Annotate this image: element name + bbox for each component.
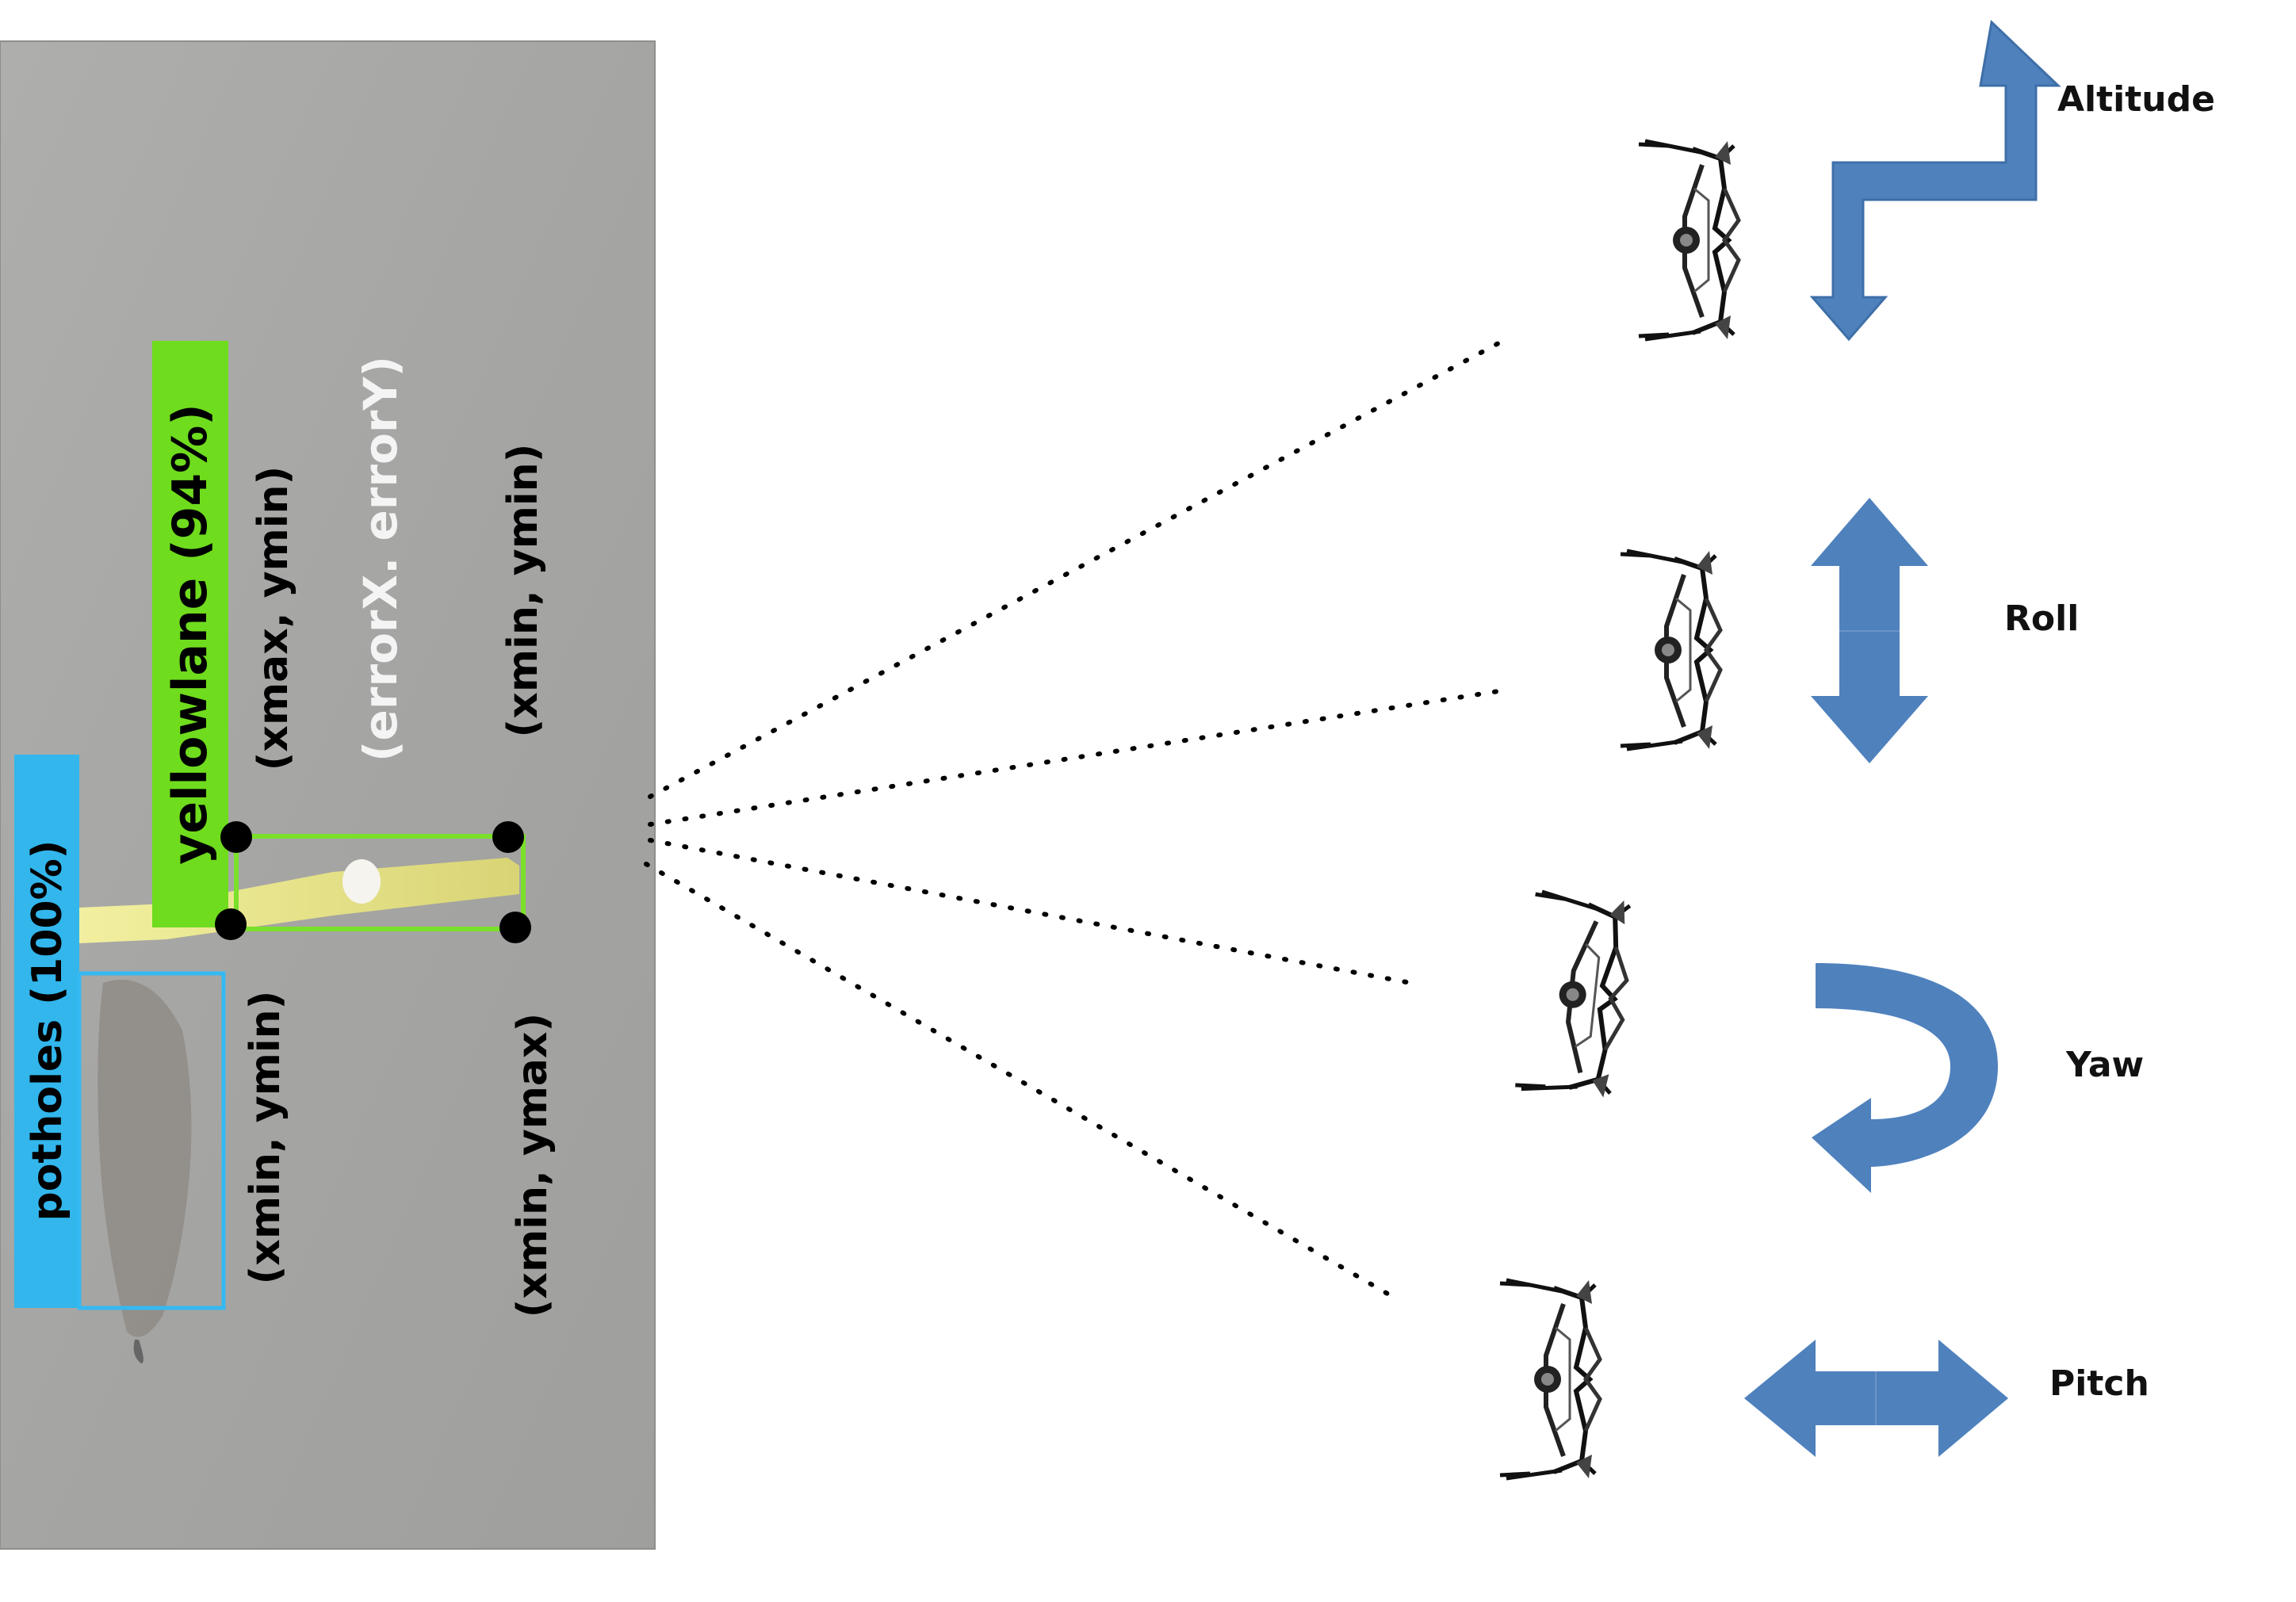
connector-line-yaw <box>648 838 1422 987</box>
corner-label-xmin-ymin-left: (xmin, ymin) <box>242 991 289 1285</box>
control-label-pitch: Pitch <box>2049 1363 2149 1404</box>
corner-label-xmin-ymax: (xmin, ymax) <box>509 1013 557 1318</box>
drone-icon <box>1515 891 1635 1099</box>
control-label-altitude: Altitude <box>2057 79 2215 120</box>
corner-point-top-left <box>220 821 252 853</box>
road-image <box>0 41 655 1549</box>
connector-lines <box>644 335 1513 1296</box>
pothole-box <box>77 971 226 1310</box>
lane-box <box>234 834 526 931</box>
lane-label: yellowlane (94%) <box>163 403 218 864</box>
center-point <box>342 859 381 904</box>
pothole-label: potholes (100%) <box>24 840 71 1222</box>
drone-icon <box>1621 551 1720 749</box>
control-label-roll: Roll <box>2004 598 2079 639</box>
connector-line-altitude <box>648 335 1513 799</box>
pothole-label-bg <box>14 755 79 1308</box>
yaw-arrow <box>1812 963 1998 1193</box>
corner-point-bottom-left <box>215 908 247 940</box>
connector-line-pitch <box>644 862 1390 1296</box>
lane-label-bg <box>152 341 228 927</box>
control-label-yaw: Yaw <box>2065 1045 2144 1085</box>
connector-line-roll <box>648 689 1501 827</box>
pothole-shape <box>98 980 192 1337</box>
drone-icon <box>1639 141 1739 339</box>
corner-label-xmin-ymin-right: (xmin, ymin) <box>499 444 547 738</box>
center-error-label: (errorX. errorY) <box>354 356 408 762</box>
corner-point-top-right <box>492 821 524 853</box>
detection-image: potholes (100%) yellowlane (94%) (xmax, … <box>0 40 656 1550</box>
altitude-arrow <box>1812 22 2058 339</box>
corner-point-bottom-right <box>499 912 531 943</box>
drone-icon <box>1500 1280 1600 1478</box>
corner-label-xmax-ymin: (xmax, ymin) <box>250 466 297 771</box>
